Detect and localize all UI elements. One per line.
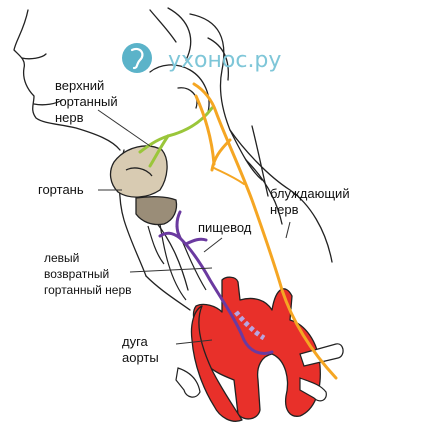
label-vagus-nerve: блуждающий нерв: [270, 186, 350, 218]
label-line: гортанный: [55, 94, 118, 109]
label-line: возвратный: [44, 267, 110, 281]
label-left-recurrent-laryngeal-nerve: левый возвратный гортанный нерв: [44, 250, 132, 298]
label-line: аорты: [122, 350, 159, 365]
label-larynx: гортань: [38, 182, 84, 197]
label-line: блуждающий: [270, 186, 350, 201]
site-logo-text: ухонос.ру: [168, 48, 282, 73]
label-upper-laryngeal-nerve: верхний гортанный нерв: [55, 78, 118, 126]
aortic-arch: [190, 276, 321, 422]
vagus-nerve: [192, 82, 338, 380]
label-esophagus: пищевод: [198, 220, 252, 235]
label-line: верхний: [55, 78, 105, 93]
label-line: нерв: [55, 110, 84, 125]
label-line: нерв: [270, 202, 299, 217]
ear-nose-logo-icon: [122, 43, 152, 73]
recurrent-nerve-hidden-segment: [234, 310, 266, 341]
left-recurrent-laryngeal-nerve: [158, 210, 274, 355]
label-line: гортанный нерв: [44, 283, 132, 297]
label-line: левый: [44, 251, 80, 265]
label-aortic-arch: дуга аорты: [122, 334, 159, 366]
larynx-shape: [109, 145, 178, 226]
leader-lines: [97, 109, 291, 345]
side-vessels: [175, 343, 344, 402]
head-outline: [13, 7, 333, 311]
upper-laryngeal-nerve: [138, 106, 214, 168]
label-line: дуга: [122, 334, 148, 349]
